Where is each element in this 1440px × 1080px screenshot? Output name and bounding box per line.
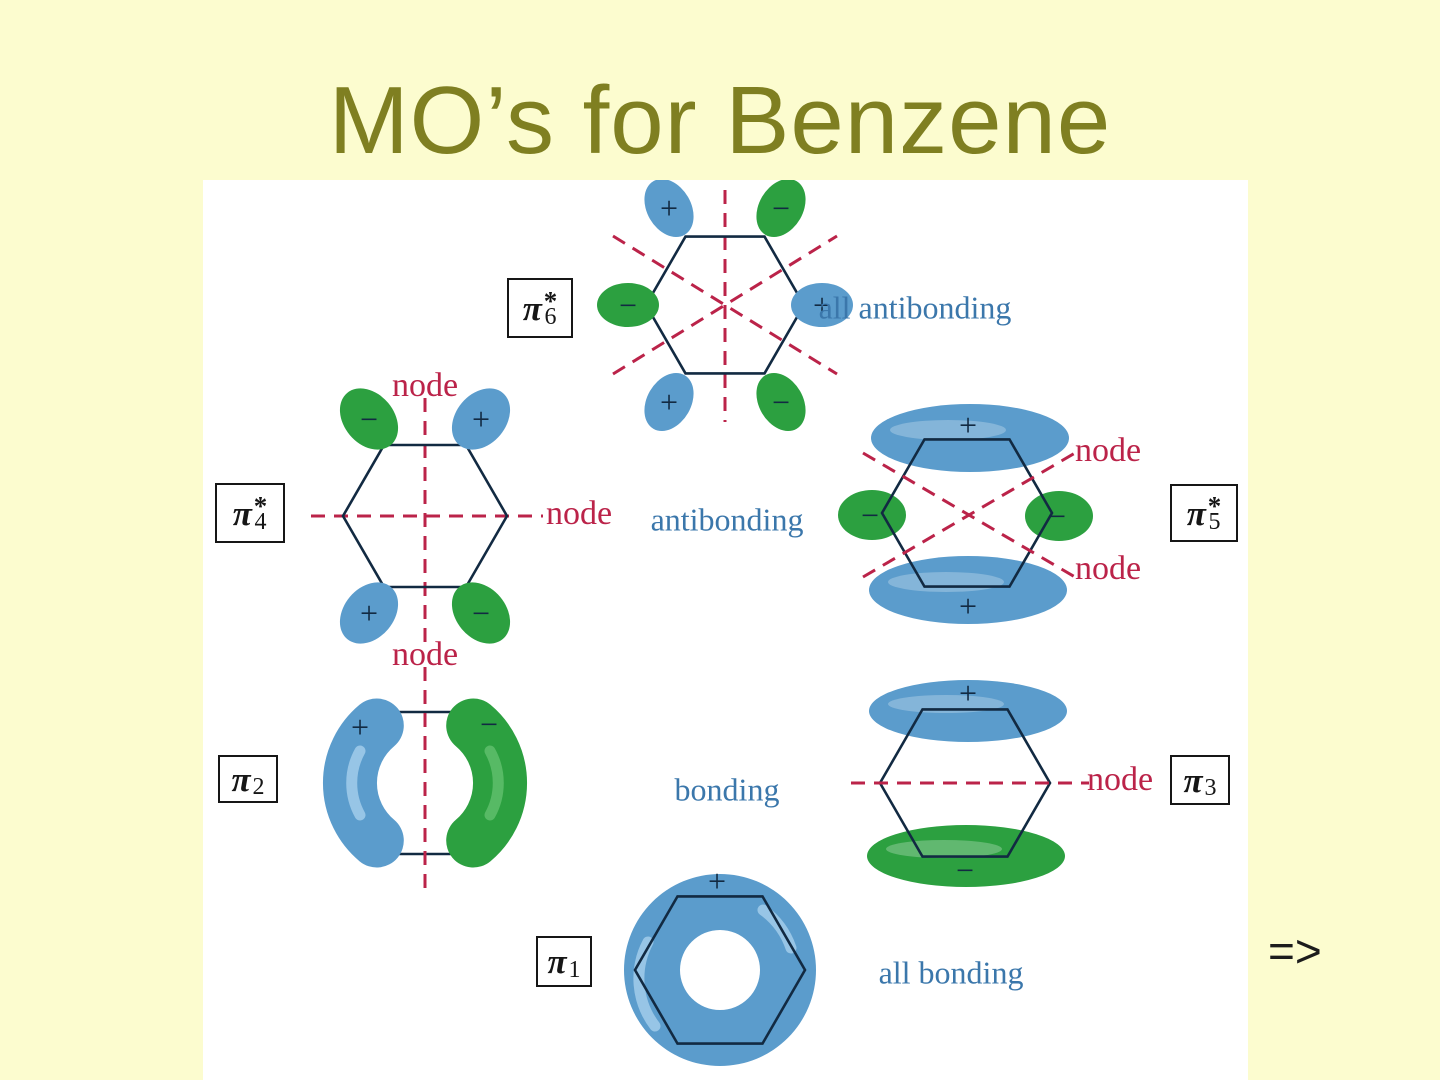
pi5-sign: − xyxy=(1048,498,1066,534)
pi5-sign: + xyxy=(959,588,977,624)
pi4-sign: + xyxy=(472,401,490,437)
pi4-right-node-label: node xyxy=(545,495,613,532)
pi4-star-sub: * 4 xyxy=(253,491,268,536)
bonding-label: bonding xyxy=(674,771,780,808)
pi1-benzene-hexagon xyxy=(633,895,807,1045)
pi4-sign: − xyxy=(360,401,378,437)
pi6-diagonal-node-line-1 xyxy=(612,234,838,376)
pi2-sign: − xyxy=(480,706,498,742)
pi6-label-box: π * 6 xyxy=(507,278,573,338)
pi6-star: * xyxy=(543,286,558,317)
pi4-bottom-right-lobe xyxy=(451,582,511,644)
pi2-subscript: 2 xyxy=(252,774,265,800)
pi4-sign: − xyxy=(472,595,490,631)
pi4-top-left-lobe xyxy=(339,388,399,450)
pi6-top-right-lobe xyxy=(756,180,806,238)
all-bonding-label: all bonding xyxy=(878,954,1024,991)
pi5-node-line-2 xyxy=(862,451,1076,579)
pi5-symbol: π xyxy=(1186,493,1206,533)
pi3-symbol: π xyxy=(1183,760,1203,800)
pi6-star-sub: * 6 xyxy=(543,286,558,331)
pi5-lower-node-label: node xyxy=(1074,550,1142,587)
pi1-orbital-diagram: + xyxy=(624,863,816,1066)
pi3-sign: − xyxy=(956,852,974,888)
pi4-bottom-left-lobe xyxy=(339,582,399,644)
pi1-subscript: 1 xyxy=(568,956,581,983)
pi5-benzene-hexagon xyxy=(880,438,1054,588)
pi3-subscript: 3 xyxy=(1204,775,1217,801)
pi6-top-left-lobe xyxy=(644,180,694,238)
next-slide-arrow[interactable]: => xyxy=(1268,925,1322,977)
diagram-panel: + − − + + − − + + − xyxy=(203,180,1248,1080)
pi4-star: * xyxy=(253,491,268,522)
pi1-label-box: π 1 xyxy=(536,936,592,987)
pi3-sign: + xyxy=(959,675,977,711)
pi5-top-lobe-highlight xyxy=(890,420,1006,440)
pi4-top-right-lobe xyxy=(451,388,511,450)
antibonding-label: antibonding xyxy=(650,501,804,538)
pi6-bottom-right-lobe xyxy=(756,372,806,432)
pi5-star: * xyxy=(1207,491,1222,522)
slide-title: MO’s for Benzene xyxy=(328,67,1112,174)
pi3-node-label: node xyxy=(1086,761,1154,798)
pi3-label-box: π 3 xyxy=(1170,755,1230,805)
mo-diagram-canvas: + − − + + − − + + − xyxy=(311,180,1093,1066)
pi4-sign: + xyxy=(360,595,378,631)
pi4-symbol: π xyxy=(232,493,252,533)
pi5-subscript: 5 xyxy=(1208,509,1221,536)
pi6-bottom-left-lobe xyxy=(644,372,694,432)
pi5-orbital-diagram: + + − − xyxy=(838,404,1093,624)
pi6-symbol: π xyxy=(522,288,542,328)
pi6-right-lobe xyxy=(791,283,853,327)
pi5-star-sub: * 5 xyxy=(1207,491,1222,536)
pi2-label-box: π 2 xyxy=(218,755,278,803)
pi6-subscript: 6 xyxy=(544,304,557,331)
pi1-torus-highlight-1 xyxy=(633,936,661,1032)
pi4-top-node-label: node xyxy=(391,367,459,404)
pi6-sign: − xyxy=(772,384,790,420)
pi2-symbol: π xyxy=(231,759,251,799)
pi6-sign: + xyxy=(660,384,678,420)
pi2-orbital-diagram: + − xyxy=(323,667,527,896)
pi6-sign: + xyxy=(813,287,831,323)
pi6-sign: − xyxy=(619,287,637,323)
pi5-sign: + xyxy=(959,407,977,443)
pi6-sign: + xyxy=(660,190,678,226)
pi1-torus-lobe xyxy=(624,874,816,1066)
pi3-orbital-diagram: + − xyxy=(851,675,1089,888)
pi6-left-lobe xyxy=(597,283,659,327)
pi5-label-box: π * 5 xyxy=(1170,484,1238,542)
all-antibonding-label: all antibonding xyxy=(818,289,1012,326)
pi2-right-lobe-highlight xyxy=(484,745,504,821)
pi4-label-box: π * 4 xyxy=(215,483,285,543)
pi6-sign: − xyxy=(772,190,790,226)
pi4-orbital-diagram: − + + − xyxy=(311,388,543,644)
pi6-orbital-diagram: + − − + + − xyxy=(597,180,853,432)
pi4-subscript: 4 xyxy=(254,509,267,536)
pi1-sign: + xyxy=(708,863,726,899)
pi5-upper-node-label: node xyxy=(1074,432,1142,469)
pi2-left-lobe-highlight xyxy=(346,745,366,821)
pi6-diagonal-node-line-2 xyxy=(612,234,838,376)
pi5-sign: − xyxy=(861,497,879,533)
pi1-symbol: π xyxy=(547,942,567,981)
pi5-bottom-lobe-highlight xyxy=(888,572,1004,592)
pi2-sign: + xyxy=(351,709,369,745)
pi2-node-label: node xyxy=(391,636,459,673)
